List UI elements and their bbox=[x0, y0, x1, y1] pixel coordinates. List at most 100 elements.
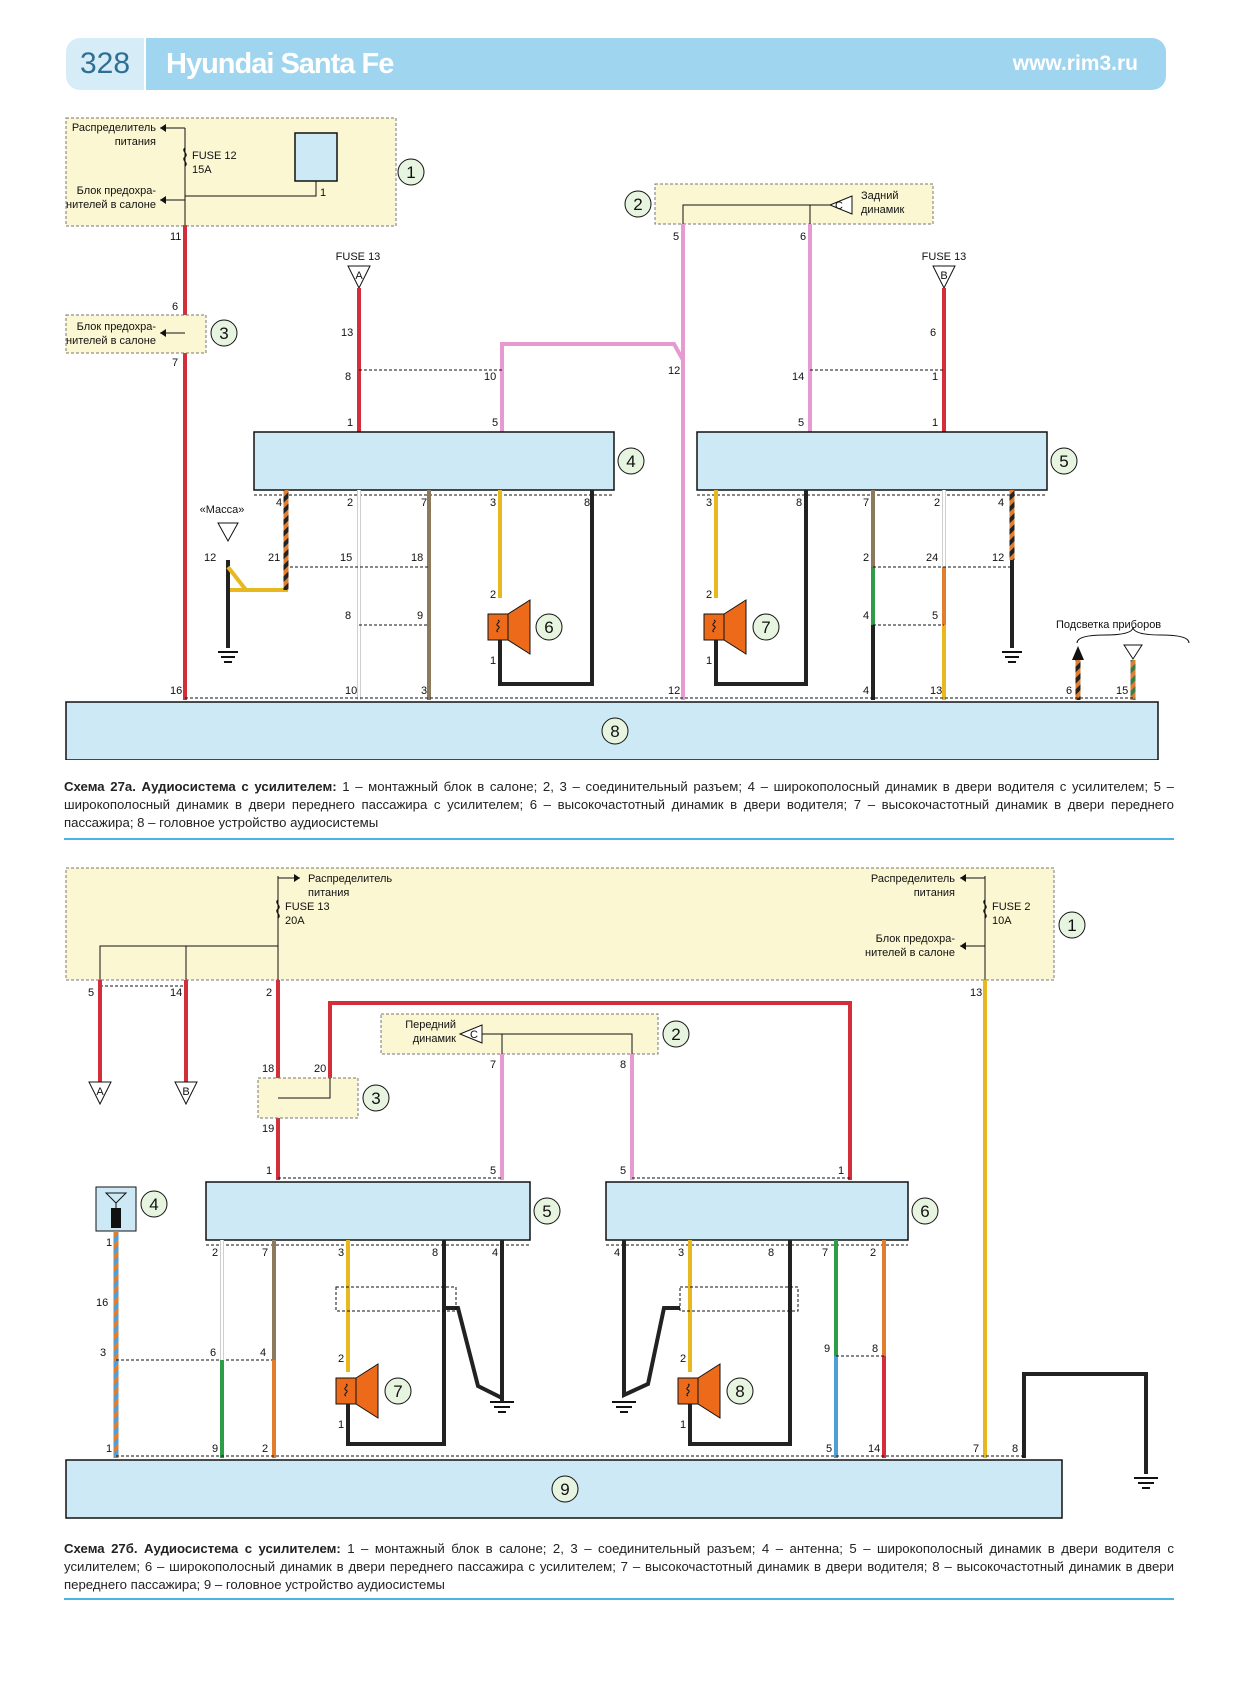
svg-text:5: 5 bbox=[542, 1202, 551, 1221]
svg-text:6: 6 bbox=[800, 231, 806, 243]
header-bar bbox=[146, 38, 1166, 90]
svg-text:C: C bbox=[835, 200, 843, 212]
svg-text:1: 1 bbox=[406, 163, 415, 182]
svg-text:4: 4 bbox=[614, 1247, 620, 1259]
svg-text:2: 2 bbox=[633, 195, 642, 214]
block-1-mounting bbox=[65, 117, 397, 227]
svg-text:1: 1 bbox=[706, 655, 712, 667]
svg-text:1: 1 bbox=[1067, 916, 1076, 935]
svg-text:15: 15 bbox=[1116, 685, 1128, 697]
svg-text:2: 2 bbox=[338, 1353, 344, 1365]
svg-text:динамик: динамик bbox=[413, 1033, 456, 1045]
svg-text:18: 18 bbox=[262, 1063, 274, 1075]
svg-text:7: 7 bbox=[761, 618, 770, 637]
svg-text:3: 3 bbox=[706, 497, 712, 509]
website-link[interactable]: www.rim3.ru bbox=[1012, 52, 1138, 75]
svg-text:8: 8 bbox=[872, 1343, 878, 1355]
svg-text:13: 13 bbox=[970, 987, 982, 999]
svg-text:8: 8 bbox=[345, 371, 351, 383]
svg-text:5: 5 bbox=[673, 231, 679, 243]
svg-text:2: 2 bbox=[490, 589, 496, 601]
svg-text:FUSE 2: FUSE 2 bbox=[992, 901, 1031, 913]
svg-text:3: 3 bbox=[338, 1247, 344, 1259]
svg-text:10A: 10A bbox=[992, 915, 1012, 927]
svg-text:1: 1 bbox=[338, 1419, 344, 1431]
svg-text:2: 2 bbox=[347, 497, 353, 509]
svg-text:FUSE 13: FUSE 13 bbox=[285, 901, 330, 913]
svg-text:5: 5 bbox=[620, 1165, 626, 1177]
svg-text:1: 1 bbox=[106, 1237, 112, 1249]
svg-text:10: 10 bbox=[484, 371, 496, 383]
svg-text:15A: 15A bbox=[192, 164, 212, 176]
svg-text:4: 4 bbox=[863, 610, 869, 622]
page-header: 328 Hyundai Santa Fe www.rim3.ru bbox=[66, 38, 1166, 90]
svg-text:4: 4 bbox=[260, 1347, 266, 1359]
block-1-mounting-b bbox=[65, 867, 1055, 981]
svg-text:7: 7 bbox=[262, 1247, 268, 1259]
wiring-diagram-a: Распределитель питания FUSE 12 15A Блок … bbox=[65, 117, 1190, 760]
svg-text:5: 5 bbox=[490, 1165, 496, 1177]
label-fuseblock: Блок предохра- bbox=[77, 185, 157, 197]
svg-text:10: 10 bbox=[345, 685, 357, 697]
svg-text:Блок предохра-: Блок предохра- bbox=[876, 933, 956, 945]
svg-text:19: 19 bbox=[262, 1123, 274, 1135]
connector-2-rear-speaker bbox=[654, 183, 934, 225]
svg-text:2: 2 bbox=[706, 589, 712, 601]
svg-text:8: 8 bbox=[345, 610, 351, 622]
caption-diagram-b: Схема 27б. Аудиосистема с усилителем: 1 … bbox=[64, 1541, 1174, 1592]
svg-text:нителей в салоне: нителей в салоне bbox=[66, 335, 156, 347]
svg-text:2: 2 bbox=[934, 497, 940, 509]
svg-text:9: 9 bbox=[824, 1343, 830, 1355]
svg-text:12: 12 bbox=[204, 552, 216, 564]
svg-text:21: 21 bbox=[268, 552, 280, 564]
svg-text:2: 2 bbox=[870, 1247, 876, 1259]
svg-text:9: 9 bbox=[212, 1443, 218, 1455]
svg-text:динамик: динамик bbox=[861, 204, 904, 216]
svg-text:Блок предохра-: Блок предохра- bbox=[77, 321, 157, 333]
svg-text:8: 8 bbox=[610, 722, 619, 741]
svg-text:16: 16 bbox=[170, 685, 182, 697]
svg-text:Подсветка приборов: Подсветка приборов bbox=[1056, 619, 1161, 631]
svg-text:3: 3 bbox=[100, 1347, 106, 1359]
relay-box bbox=[294, 132, 338, 182]
svg-text:7: 7 bbox=[973, 1443, 979, 1455]
svg-text:3: 3 bbox=[371, 1089, 380, 1108]
tweeter-8-b bbox=[677, 1363, 721, 1419]
svg-text:2: 2 bbox=[266, 987, 272, 999]
svg-text:6: 6 bbox=[172, 301, 178, 313]
callout-a1 bbox=[397, 158, 425, 186]
svg-text:24: 24 bbox=[926, 552, 938, 564]
svg-text:Распределитель: Распределитель bbox=[871, 873, 955, 885]
svg-text:2: 2 bbox=[863, 552, 869, 564]
divider-a bbox=[64, 838, 1174, 840]
tweeter-7-b bbox=[335, 1363, 379, 1419]
svg-text:1: 1 bbox=[106, 1443, 112, 1455]
svg-text:FUSE 13: FUSE 13 bbox=[336, 251, 381, 263]
svg-text:1: 1 bbox=[680, 1419, 686, 1431]
svg-text:B: B bbox=[940, 270, 947, 282]
svg-text:Распределитель: Распределитель bbox=[308, 873, 392, 885]
svg-text:2: 2 bbox=[262, 1443, 268, 1455]
svg-text:C: C bbox=[470, 1029, 478, 1041]
page-number: 328 bbox=[66, 38, 144, 90]
svg-text:12: 12 bbox=[668, 685, 680, 697]
svg-text:1: 1 bbox=[490, 655, 496, 667]
svg-text:3: 3 bbox=[219, 324, 228, 343]
svg-text:4: 4 bbox=[492, 1247, 498, 1259]
svg-text:7: 7 bbox=[490, 1059, 496, 1071]
svg-text:5: 5 bbox=[826, 1443, 832, 1455]
module-5-driver-door-speaker bbox=[205, 1181, 531, 1241]
svg-text:Передний: Передний bbox=[405, 1019, 456, 1031]
svg-text:14: 14 bbox=[170, 987, 182, 999]
svg-text:1: 1 bbox=[347, 417, 353, 429]
wiring-diagram-b: Распределитель питания FUSE 13 20A Распр… bbox=[65, 867, 1158, 1519]
book-title: Hyundai Santa Fe bbox=[166, 48, 394, 80]
svg-text:5: 5 bbox=[88, 987, 94, 999]
svg-text:7: 7 bbox=[421, 497, 427, 509]
svg-text:13: 13 bbox=[930, 685, 942, 697]
module-6-passenger-door-speaker bbox=[605, 1181, 909, 1241]
svg-text:A: A bbox=[355, 270, 363, 282]
svg-text:FUSE 13: FUSE 13 bbox=[922, 251, 967, 263]
svg-text:6: 6 bbox=[1066, 685, 1072, 697]
svg-text:2: 2 bbox=[680, 1353, 686, 1365]
